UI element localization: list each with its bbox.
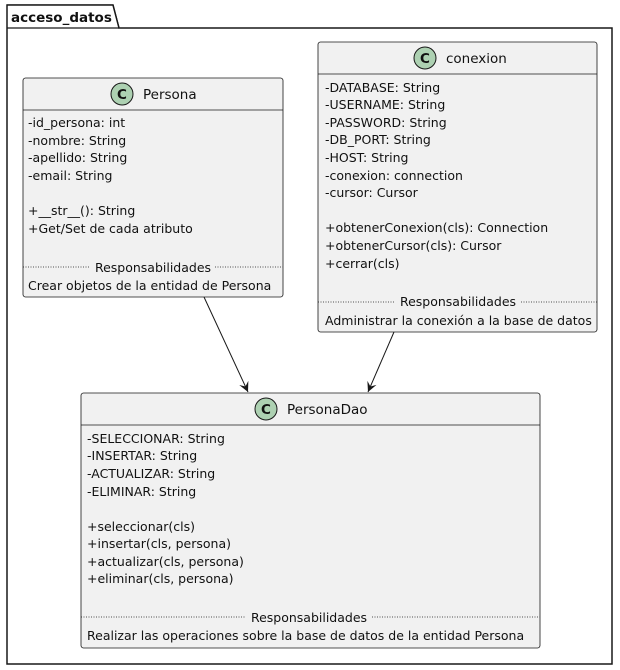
attribute: -email: String [28, 168, 112, 183]
responsibility: Crear objetos de la entidad de Persona [28, 278, 271, 293]
class-name: PersonaDao [287, 402, 368, 418]
class-persona[interactable]: C Persona -id_persona: int -nombre: Stri… [22, 77, 284, 298]
class-box [80, 392, 541, 649]
method: +actualizar(cls, persona) [87, 554, 244, 569]
class-name: Persona [143, 87, 197, 103]
class-stereotype-icon [254, 397, 278, 421]
method: +cerrar(cls) [325, 256, 400, 271]
attribute: -DB_PORT: String [325, 132, 431, 147]
class-stereotype-letter: C [420, 51, 430, 67]
method: +__str__(): String [28, 203, 135, 218]
class-stereotype-icon [110, 82, 134, 106]
attribute: -ACTUALIZAR: String [87, 466, 215, 481]
section-title: Responsabilidades [95, 260, 211, 275]
attribute: -INSERTAR: String [87, 448, 197, 463]
responsibility: Administrar la conexión a la base de dat… [325, 313, 592, 328]
class-name: conexion [446, 51, 507, 67]
class-stereotype-letter: C [117, 87, 127, 103]
section-title: Responsabilidades [251, 610, 367, 625]
method: +seleccionar(cls) [87, 519, 195, 534]
attribute: -HOST: String [325, 150, 408, 165]
attribute: -PASSWORD: String [325, 115, 447, 130]
class-stereotype-letter: C [261, 402, 271, 418]
method: +eliminar(cls, persona) [87, 571, 234, 586]
attribute: -id_persona: int [28, 115, 125, 130]
method: +Get/Set de cada atributo [28, 221, 193, 236]
method: +obtenerConexion(cls): Connection [325, 220, 548, 235]
attribute: -cursor: Cursor [325, 185, 419, 200]
attribute: -ELIMINAR: String [87, 484, 196, 499]
attribute: -nombre: String [28, 133, 126, 148]
association-conexion-to-personadao [367, 331, 395, 393]
association-persona-to-personadao [203, 296, 249, 393]
package-name: acceso_datos [11, 10, 112, 26]
responsibility: Realizar las operaciones sobre la base d… [87, 628, 524, 643]
class-personadao[interactable]: C PersonaDao -SELECCIONAR: String -INSER… [80, 392, 541, 649]
attribute: -SELECCIONAR: String [87, 431, 225, 446]
attribute: -apellido: String [28, 150, 127, 165]
attribute: -DATABASE: String [325, 80, 440, 95]
attribute: -conexion: connection [325, 168, 463, 183]
class-conexion[interactable]: C conexion -DATABASE: String -USERNAME: … [317, 41, 598, 333]
class-box [317, 41, 598, 333]
method: +obtenerCursor(cls): Cursor [325, 238, 502, 253]
class-box [22, 77, 284, 298]
attribute: -USERNAME: String [325, 97, 445, 112]
section-title: Responsabilidades [400, 294, 516, 309]
method: +insertar(cls, persona) [87, 536, 231, 551]
class-stereotype-icon [413, 46, 437, 70]
